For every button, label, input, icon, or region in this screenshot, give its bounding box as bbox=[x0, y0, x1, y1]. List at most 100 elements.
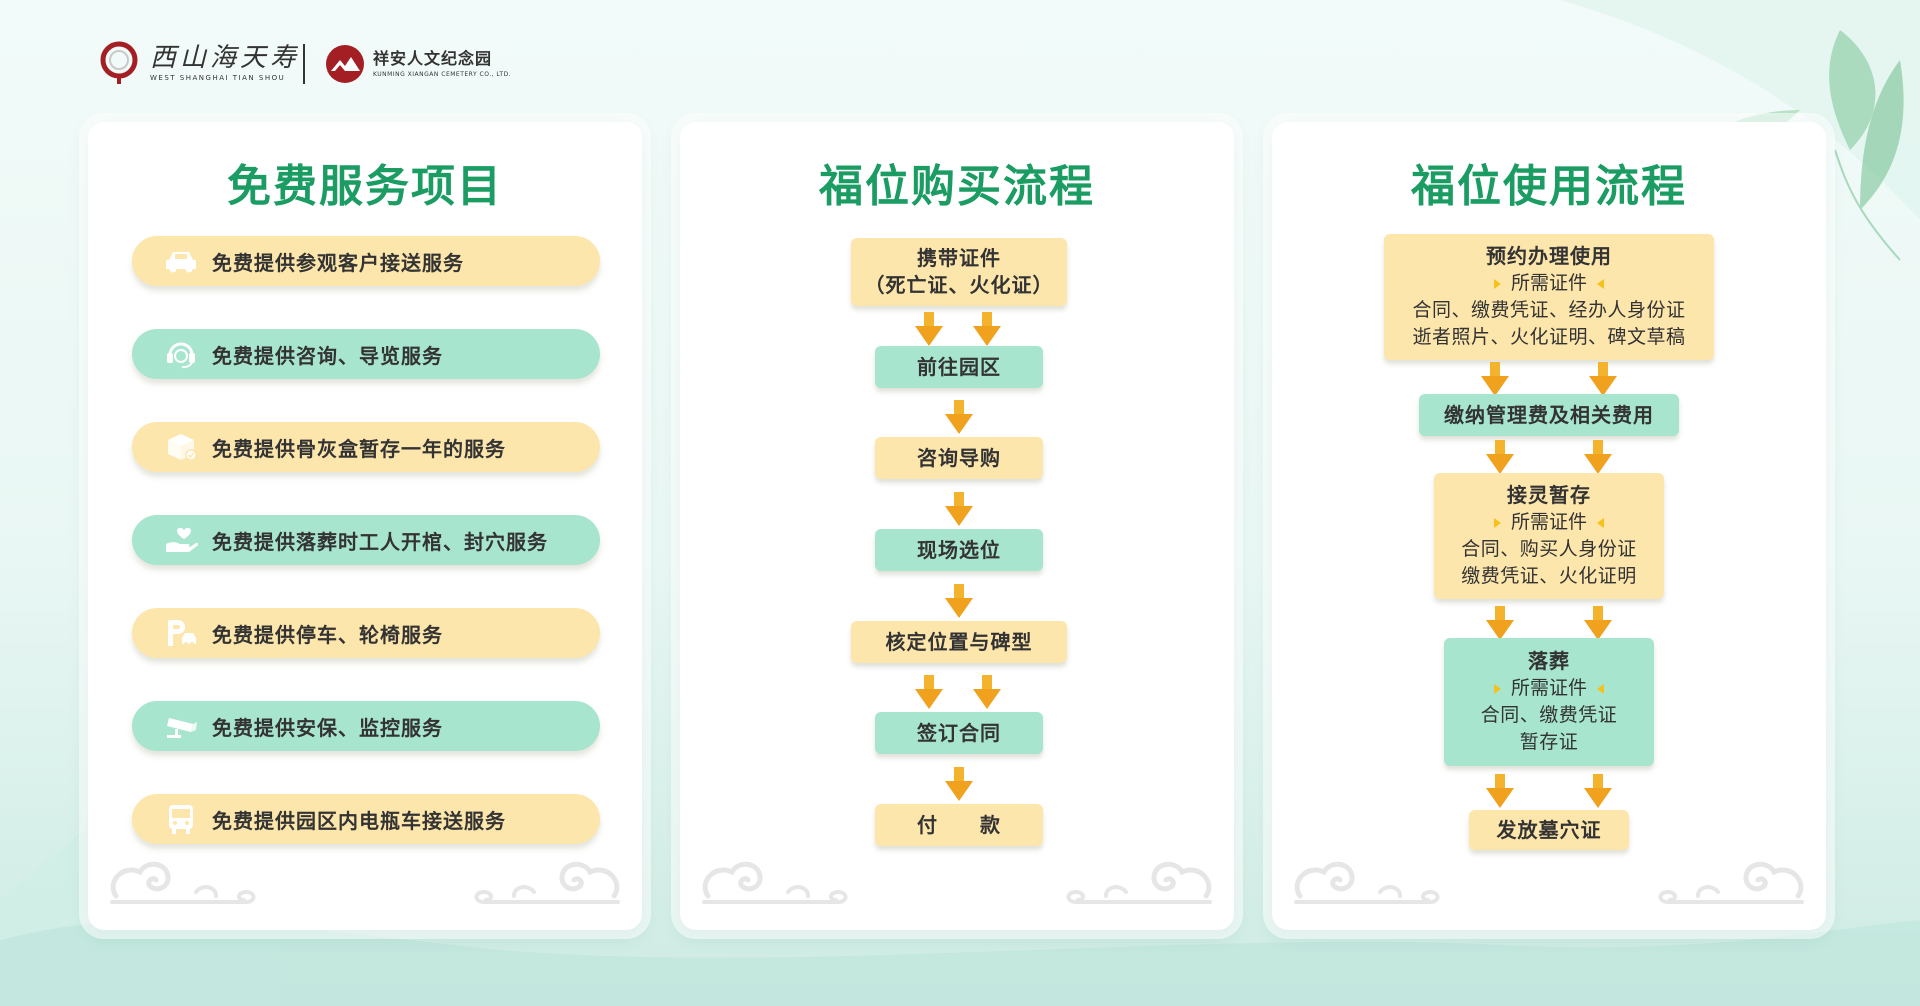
required-docs-text: 所需证件 bbox=[1510, 511, 1587, 533]
down-arrow-icon bbox=[1589, 362, 1617, 396]
down-arrow-icon bbox=[1584, 774, 1612, 808]
down-arrow-icon bbox=[973, 312, 1001, 346]
logo-b-chinese: 祥安人文纪念园 bbox=[373, 49, 493, 68]
purchase-step-bring-documents[interactable]: 携带证件 （死亡证、火化证） bbox=[851, 238, 1067, 306]
brand-logo-xiangan: 祥安人文纪念园 KUNMING XIANGAN CEMETERY CO., LT… bbox=[325, 44, 511, 84]
service-item-shuttle[interactable]: 免费提供参观客户接送服务 bbox=[132, 236, 600, 286]
step-title: 落葬 bbox=[1528, 649, 1570, 673]
cloud-ornament-icon bbox=[1294, 861, 1440, 904]
step-subtitle: （死亡证、火化证） bbox=[864, 273, 1054, 297]
step-title: 付 款 bbox=[917, 812, 1001, 837]
box-icon bbox=[162, 432, 200, 462]
required-docs-text: 所需证件 bbox=[1510, 677, 1587, 699]
triangle-left-icon bbox=[1597, 278, 1604, 289]
step-detail: 合同、缴费凭证、经办人身份证 bbox=[1412, 299, 1686, 321]
service-item-burial-workers[interactable]: 免费提供落葬时工人开棺、封穴服务 bbox=[132, 515, 600, 565]
step-detail: 合同、缴费凭证 bbox=[1480, 704, 1618, 726]
usage-step-appointment[interactable]: 预约办理使用 所需证件 合同、缴费凭证、经办人身份证 逝者照片、火化证明、碑文草… bbox=[1384, 234, 1714, 360]
down-arrow-icon bbox=[945, 492, 973, 526]
purchase-flow-title: 福位购买流程 bbox=[819, 161, 1095, 212]
down-arrow-icon bbox=[1584, 440, 1612, 474]
usage-step-pay-fees[interactable]: 缴纳管理费及相关费用 bbox=[1419, 394, 1679, 436]
purchase-step-visit[interactable]: 前往园区 bbox=[875, 346, 1043, 388]
purchase-step-confirm-position[interactable]: 核定位置与碑型 bbox=[851, 621, 1067, 663]
service-item-storage[interactable]: 免费提供骨灰盒暂存一年的服务 bbox=[132, 422, 600, 472]
step-title: 前往园区 bbox=[917, 354, 1001, 379]
down-arrow-icon bbox=[915, 675, 943, 709]
free-services-panel: 免费服务项目 免费提供参观客户接送服务 免费提供咨询、导览服务 免费提供骨灰盒暂… bbox=[88, 122, 642, 930]
triangle-right-icon bbox=[1493, 683, 1501, 694]
step-title: 发放墓穴证 bbox=[1496, 817, 1602, 842]
usage-flow-panel: 福位使用流程 预约办理使用 所需证件 合同、缴费凭证、经办人身份证 逝者照片、火… bbox=[1272, 122, 1826, 930]
triangle-right-icon bbox=[1493, 517, 1501, 528]
step-title: 缴纳管理费及相关费用 bbox=[1444, 402, 1654, 427]
logo-divider bbox=[303, 44, 305, 84]
logo-a-chinese: 西山海天寿 bbox=[150, 43, 301, 73]
service-label: 免费提供停车、轮椅服务 bbox=[212, 622, 443, 647]
bus-icon bbox=[162, 804, 200, 834]
step-title: 签订合同 bbox=[917, 720, 1001, 745]
service-item-shuttle-bus[interactable]: 免费提供园区内电瓶车接送服务 bbox=[132, 794, 600, 844]
brand-logo-west-shanghai: 西山海天寿 WEST SHANGHAI TIAN SHOU bbox=[96, 40, 300, 86]
step-detail: 逝者照片、火化证明、碑文草稿 bbox=[1412, 326, 1686, 348]
triangle-right-icon bbox=[1493, 278, 1501, 289]
down-arrow-icon bbox=[945, 584, 973, 618]
cloud-ornament-icon bbox=[474, 861, 620, 904]
step-title: 核定位置与碑型 bbox=[885, 629, 1033, 654]
required-docs-label: 所需证件 bbox=[1493, 509, 1604, 536]
required-docs-label: 所需证件 bbox=[1493, 270, 1604, 297]
headset-icon bbox=[162, 339, 200, 369]
step-detail: 合同、购买人身份证 bbox=[1461, 538, 1637, 560]
usage-step-issue-certificate[interactable]: 发放墓穴证 bbox=[1469, 810, 1629, 850]
service-label: 免费提供咨询、导览服务 bbox=[212, 343, 443, 368]
purchase-step-sign-contract[interactable]: 签订合同 bbox=[875, 712, 1043, 754]
usage-step-burial[interactable]: 落葬 所需证件 合同、缴费凭证 暂存证 bbox=[1444, 638, 1654, 766]
required-docs-text: 所需证件 bbox=[1510, 272, 1587, 294]
purchase-step-consult[interactable]: 咨询导购 bbox=[875, 437, 1043, 479]
down-arrow-icon bbox=[915, 312, 943, 346]
purchase-step-payment[interactable]: 付 款 bbox=[875, 804, 1043, 846]
required-docs-label: 所需证件 bbox=[1493, 675, 1604, 702]
camera-icon bbox=[162, 711, 200, 741]
down-arrow-icon bbox=[1481, 362, 1509, 396]
purchase-flow-panel: 福位购买流程 携带证件 （死亡证、火化证） 前往园区 咨询导购 现场选位 核定位… bbox=[680, 122, 1234, 930]
down-arrow-icon bbox=[1584, 606, 1612, 640]
service-item-guide[interactable]: 免费提供咨询、导览服务 bbox=[132, 329, 600, 379]
down-arrow-icon bbox=[973, 675, 1001, 709]
step-title: 携带证件 bbox=[917, 246, 1001, 270]
parking-icon bbox=[162, 618, 200, 648]
red-ring-logo-icon bbox=[100, 41, 138, 84]
step-title: 预约办理使用 bbox=[1486, 244, 1612, 268]
free-services-title: 免费服务项目 bbox=[227, 161, 503, 212]
service-label: 免费提供骨灰盒暂存一年的服务 bbox=[212, 436, 506, 461]
triangle-left-icon bbox=[1597, 517, 1604, 528]
step-detail: 暂存证 bbox=[1519, 731, 1579, 753]
cloud-ornament-icon bbox=[702, 861, 848, 904]
triangle-left-icon bbox=[1597, 683, 1604, 694]
down-arrow-icon bbox=[945, 767, 973, 801]
step-detail: 缴费凭证、火化证明 bbox=[1461, 565, 1637, 587]
hand-heart-icon bbox=[162, 525, 200, 555]
service-item-security[interactable]: 免费提供安保、监控服务 bbox=[132, 701, 600, 751]
step-title: 接灵暂存 bbox=[1507, 483, 1591, 507]
service-label: 免费提供落葬时工人开棺、封穴服务 bbox=[212, 529, 548, 554]
down-arrow-icon bbox=[1486, 606, 1514, 640]
step-title: 现场选位 bbox=[917, 537, 1001, 562]
service-label: 免费提供安保、监控服务 bbox=[212, 715, 443, 740]
logo-b-english: KUNMING XIANGAN CEMETERY CO., LTD. bbox=[373, 71, 512, 78]
step-title: 咨询导购 bbox=[917, 445, 1001, 470]
car-icon bbox=[162, 246, 200, 276]
service-label: 免费提供参观客户接送服务 bbox=[212, 250, 464, 275]
usage-step-temporary-storage[interactable]: 接灵暂存 所需证件 合同、购买人身份证 缴费凭证、火化证明 bbox=[1434, 473, 1664, 599]
mountain-seal-logo-icon bbox=[326, 45, 364, 83]
cloud-ornament-icon bbox=[1066, 861, 1212, 904]
down-arrow-icon bbox=[945, 400, 973, 434]
purchase-step-select[interactable]: 现场选位 bbox=[875, 529, 1043, 571]
service-item-parking[interactable]: 免费提供停车、轮椅服务 bbox=[132, 608, 600, 658]
usage-flow-title: 福位使用流程 bbox=[1411, 161, 1687, 212]
service-label: 免费提供园区内电瓶车接送服务 bbox=[212, 808, 506, 833]
logo-a-english: WEST SHANGHAI TIAN SHOU bbox=[150, 74, 286, 82]
down-arrow-icon bbox=[1486, 440, 1514, 474]
down-arrow-icon bbox=[1486, 774, 1514, 808]
cloud-ornament-icon bbox=[1658, 861, 1804, 904]
